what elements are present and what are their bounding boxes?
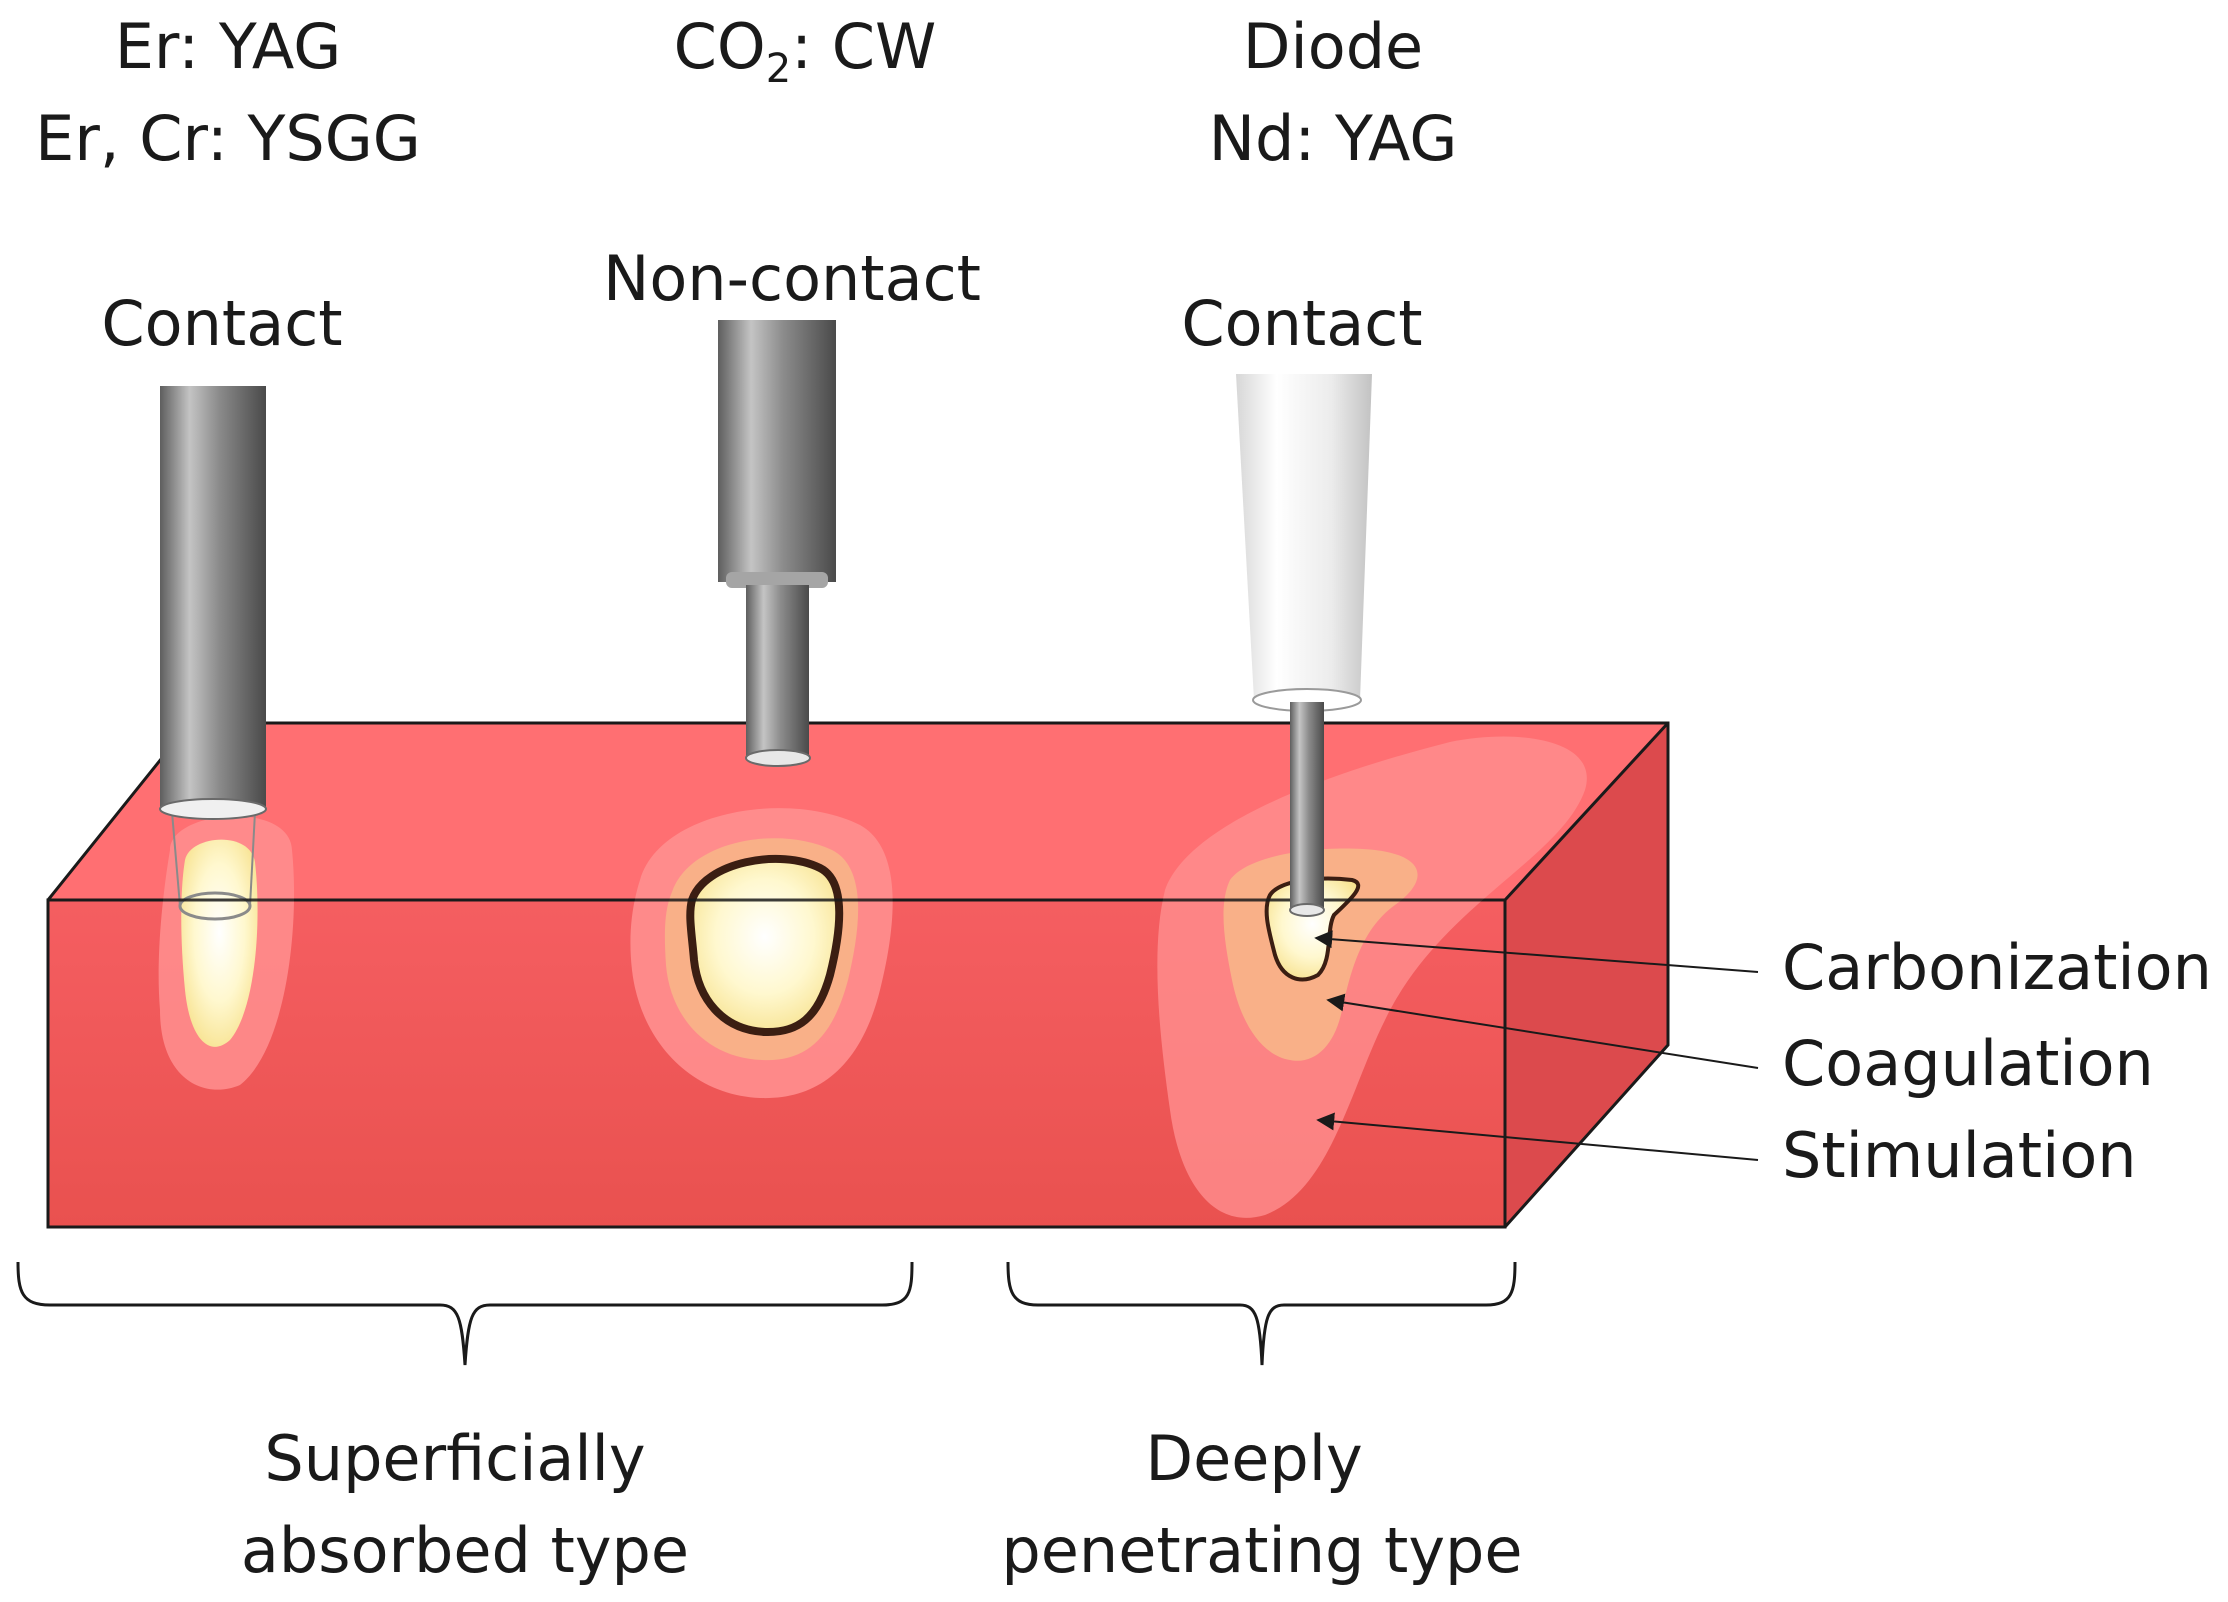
carbonization-core-1 — [181, 839, 258, 1047]
zone-er-laser — [158, 811, 295, 1090]
zone-label-coagulation: Coagulation — [1782, 1027, 2154, 1100]
carbonization-zone-2 — [686, 854, 844, 1037]
zone-label-carbonization: Carbonization — [1782, 931, 2212, 1004]
group-label-superficial-line-2: absorbed type — [241, 1514, 689, 1587]
fiber-tip-ellipse — [178, 891, 252, 921]
diode-fiber — [1290, 702, 1324, 910]
brace-deep — [1006, 1261, 1517, 1366]
group-label-superficial-line-1: Superficially — [264, 1422, 645, 1495]
tissue-side-face — [1505, 723, 1668, 1227]
mode-label-3: Contact — [1181, 287, 1422, 360]
zone-label-stimulation: Stimulation — [1782, 1119, 2137, 1192]
zone-leaders — [1314, 930, 1759, 1161]
handpiece-co2-laser — [718, 320, 836, 767]
co2-barrel — [718, 320, 836, 582]
laser-type-1-line-2: Er, Cr: YSGG — [35, 102, 421, 175]
mode-label-1: Contact — [101, 287, 342, 360]
group-label-deep-line-2: penetrating type — [1001, 1514, 1522, 1587]
zone-diode-laser — [1157, 736, 1587, 1218]
laser-type-3-line-1: Diode — [1243, 10, 1423, 83]
diode-sleeve — [1236, 374, 1372, 700]
group-label-deep-line-1: Deeply — [1145, 1422, 1362, 1495]
handpiece-diode-laser — [1236, 374, 1372, 917]
laser-type-2: CO2: CW — [674, 10, 937, 92]
brace-superficial — [16, 1261, 914, 1366]
handpiece-er-laser — [159, 386, 267, 820]
stimulation-zone-3 — [1157, 736, 1587, 1218]
laser-type-1-line-1: Er: YAG — [115, 10, 342, 83]
co2-nozzle — [746, 585, 809, 758]
fiber-rod-1 — [160, 386, 266, 810]
laser-type-3-line-2: Nd: YAG — [1209, 102, 1458, 175]
co2-collar — [726, 572, 828, 588]
mode-label-2: Non-contact — [603, 242, 981, 315]
zone-co2-laser — [630, 808, 893, 1099]
